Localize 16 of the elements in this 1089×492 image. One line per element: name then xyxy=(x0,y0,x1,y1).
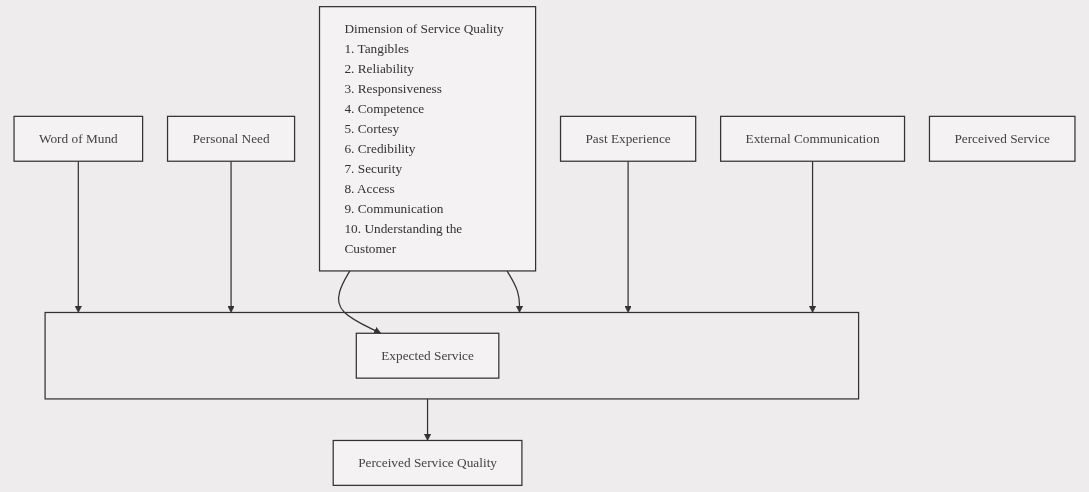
arrow xyxy=(808,160,817,313)
cluster xyxy=(44,311,860,400)
node-box: Perceived Service xyxy=(928,115,1076,162)
node-box: Perceived Service Quality xyxy=(332,439,523,486)
node-box: Personal Need xyxy=(166,115,296,162)
node-box: Dimension of Service Quality 1. Tangibles 2. Reliability 3. Responsiveness 4. Competence 5. Cortesy 6. Credibility 7. Security 8. Access 9. Communication 10. Understanding the Customer xyxy=(318,6,537,272)
arrow xyxy=(337,270,382,334)
arrow xyxy=(74,160,82,313)
node-box: Word of Mund xyxy=(13,115,144,162)
node-box: External Communication xyxy=(720,115,906,162)
arrow xyxy=(624,160,632,313)
arrow xyxy=(506,270,524,313)
arrow xyxy=(227,160,235,313)
node-box: Past Experience xyxy=(559,115,697,162)
node-box: Expected Service xyxy=(355,332,500,379)
arrow xyxy=(423,398,432,441)
